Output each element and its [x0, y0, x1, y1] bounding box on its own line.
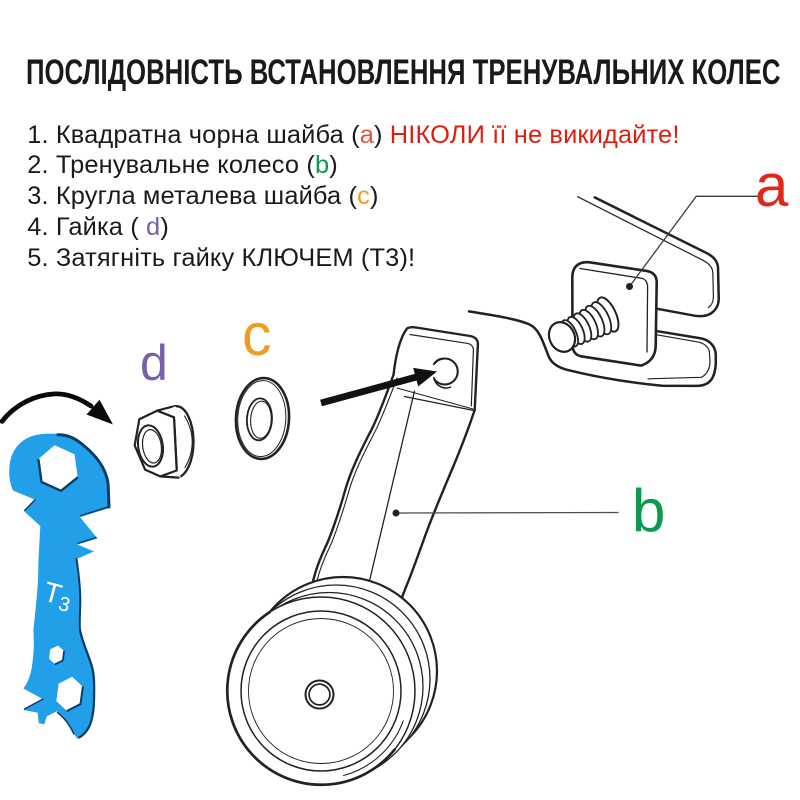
svg-text:d: d: [140, 335, 168, 391]
svg-text:а: а: [755, 152, 789, 219]
svg-text:с: с: [242, 302, 272, 368]
svg-text:b: b: [632, 477, 665, 544]
